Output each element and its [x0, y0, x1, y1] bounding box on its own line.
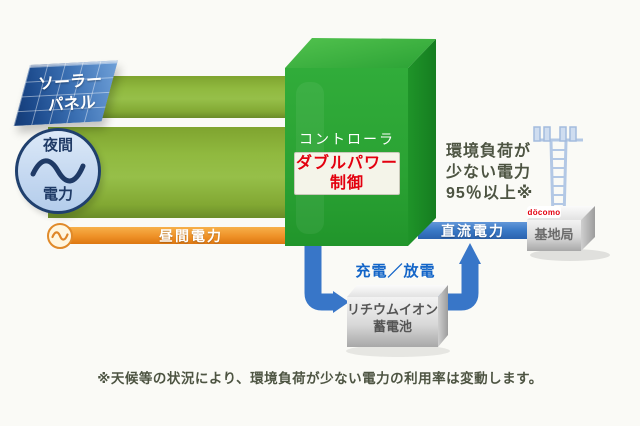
solar-panel-label: ソーラー パネル — [37, 71, 103, 115]
daytime-power-label: 昼間電力 — [159, 227, 223, 244]
solar-power-bar — [84, 76, 287, 118]
ac-sine-wave-icon — [30, 157, 86, 183]
weather-disclaimer-footnote: ※天候等の状況により、環境負荷が少ない電力の利用率は変動します。 — [97, 371, 543, 386]
dc-power-label: 直流電力 — [441, 222, 505, 239]
base-station-label: 基地局 — [534, 227, 574, 242]
night-power-label-bottom: 電力 — [42, 186, 73, 203]
low-environmental-impact-note: 環境負荷が 少ない電力 95％以上※ — [446, 143, 534, 202]
badge-line2: 制御 — [329, 174, 364, 192]
base-station-shadow — [530, 249, 610, 261]
night-power-source: 夜間 電力 — [15, 128, 101, 214]
discharge-up-arrowhead-icon — [459, 243, 481, 264]
battery-box-top-face — [347, 285, 448, 297]
charge-discharge-label: 充電／放電 — [355, 263, 436, 280]
badge-line1: ダブルパワー — [295, 154, 398, 172]
controller-label: コントローラ — [299, 131, 395, 147]
double-power-control-badge: ダブルパワー 制御 — [294, 152, 400, 195]
controller-to-battery-pipe — [304, 240, 334, 311]
battery-box-right-face — [438, 285, 448, 347]
base-station-right-face — [581, 206, 595, 251]
controller-box-top-face — [285, 38, 436, 68]
docomo-logo: döcomo — [527, 206, 561, 218]
daytime-power-bar: 昼間電力 — [58, 227, 288, 244]
ac-sine-wave-small-icon — [51, 231, 69, 241]
battery-shadow — [346, 345, 450, 357]
battery-label: リチウムイオン 蓄電池 — [346, 302, 438, 334]
controller-box-right-face — [408, 39, 436, 246]
daytime-power-source — [47, 223, 73, 249]
night-power-label-top: 夜間 — [42, 137, 73, 154]
